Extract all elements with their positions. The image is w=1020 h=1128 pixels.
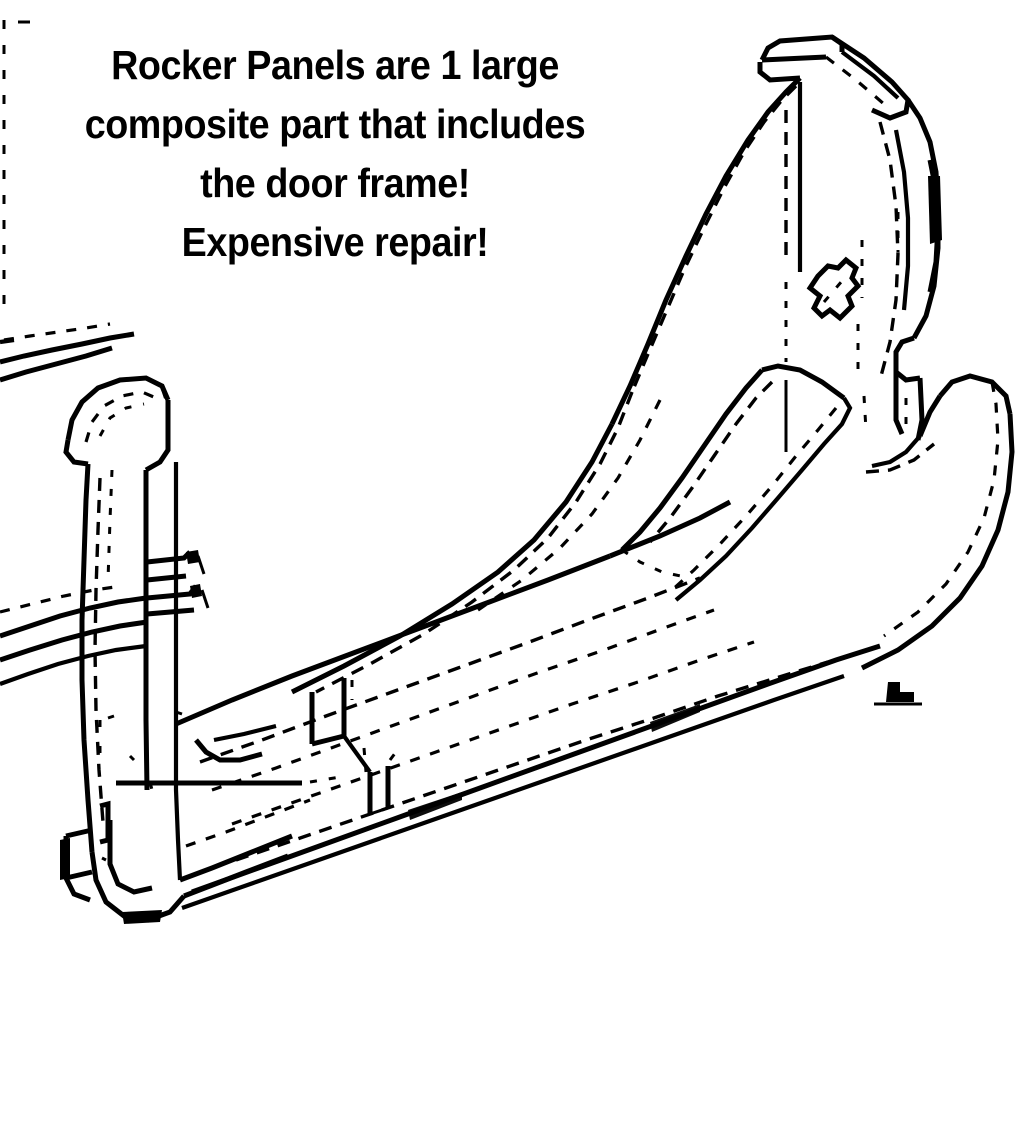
upper-left-body-line	[0, 322, 135, 383]
pillar-to-sill-transition	[290, 391, 662, 695]
sill-splice-seam	[309, 678, 398, 816]
mid-left-body-line	[0, 584, 148, 686]
pillar-inner-recess	[620, 363, 853, 602]
inner-sill-floor-line	[98, 714, 347, 862]
b-pillar-upper	[609, 34, 911, 452]
sill-left-end-cap	[175, 710, 311, 899]
b-pillar-outer-flange	[893, 98, 942, 441]
rocker-sill-long-panel	[175, 499, 881, 910]
detail-mark	[874, 682, 922, 706]
pillar-access-hole	[806, 256, 862, 322]
rear-wheel-arch-lip	[860, 373, 1015, 671]
page-caption: Rocker Panels are 1 large composite part…	[84, 42, 586, 265]
edge-reference-line	[2, 20, 30, 312]
hinge-notch-tabs	[146, 550, 210, 617]
